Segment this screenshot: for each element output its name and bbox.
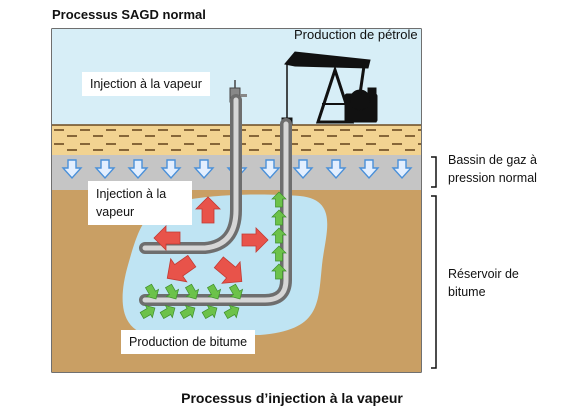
oil-arrow-icon bbox=[144, 283, 160, 300]
oil-arrow-icon bbox=[201, 304, 218, 320]
steam-arrows bbox=[153, 196, 269, 284]
oil-flow-arrows bbox=[139, 191, 287, 320]
oil-arrow-icon bbox=[139, 304, 156, 320]
oil-arrow-icon bbox=[179, 304, 196, 320]
steam-injection-label-top: Injection à la vapeur bbox=[82, 72, 210, 96]
down-arrow-icon bbox=[259, 159, 281, 180]
down-arrow-icon bbox=[193, 159, 215, 180]
down-arrow-icon bbox=[94, 159, 116, 180]
oil-arrow-icon bbox=[228, 283, 244, 300]
down-arrow-icon bbox=[160, 159, 182, 180]
oil-arrow-icon bbox=[271, 245, 287, 262]
oil-arrow-icon bbox=[164, 283, 180, 300]
gas-basin-label: Bassin de gaz à pression normal bbox=[448, 153, 537, 185]
oil-arrow-icon bbox=[184, 283, 200, 300]
down-arrow-icon bbox=[292, 159, 314, 180]
diagram-title: Processus SAGD normal bbox=[52, 7, 206, 22]
figure-caption: Processus d’injection à la vapeur bbox=[181, 390, 403, 406]
oil-arrow-icon bbox=[159, 304, 176, 320]
oil-arrow-icon bbox=[271, 227, 287, 244]
oil-arrow-icon bbox=[271, 191, 287, 208]
oil-arrow-icon bbox=[271, 209, 287, 226]
bitumen-reservoir-label: Réservoir de bitume bbox=[448, 267, 519, 299]
down-arrow-icon bbox=[325, 159, 347, 180]
bitumen-production-label: Production de bitume bbox=[121, 330, 256, 354]
steam-injection-label-mid: Injection à la vapeur bbox=[88, 181, 192, 225]
down-arrow-icon bbox=[127, 159, 149, 180]
oil-production-label: Production de pétrole bbox=[294, 27, 418, 42]
oil-arrow-icon bbox=[206, 283, 222, 300]
oil-arrow-icon bbox=[271, 263, 287, 280]
oil-arrow-icon bbox=[223, 304, 240, 320]
down-arrow-icon bbox=[358, 159, 380, 180]
down-arrow-icon bbox=[61, 159, 83, 180]
down-arrow-icon bbox=[391, 159, 413, 180]
